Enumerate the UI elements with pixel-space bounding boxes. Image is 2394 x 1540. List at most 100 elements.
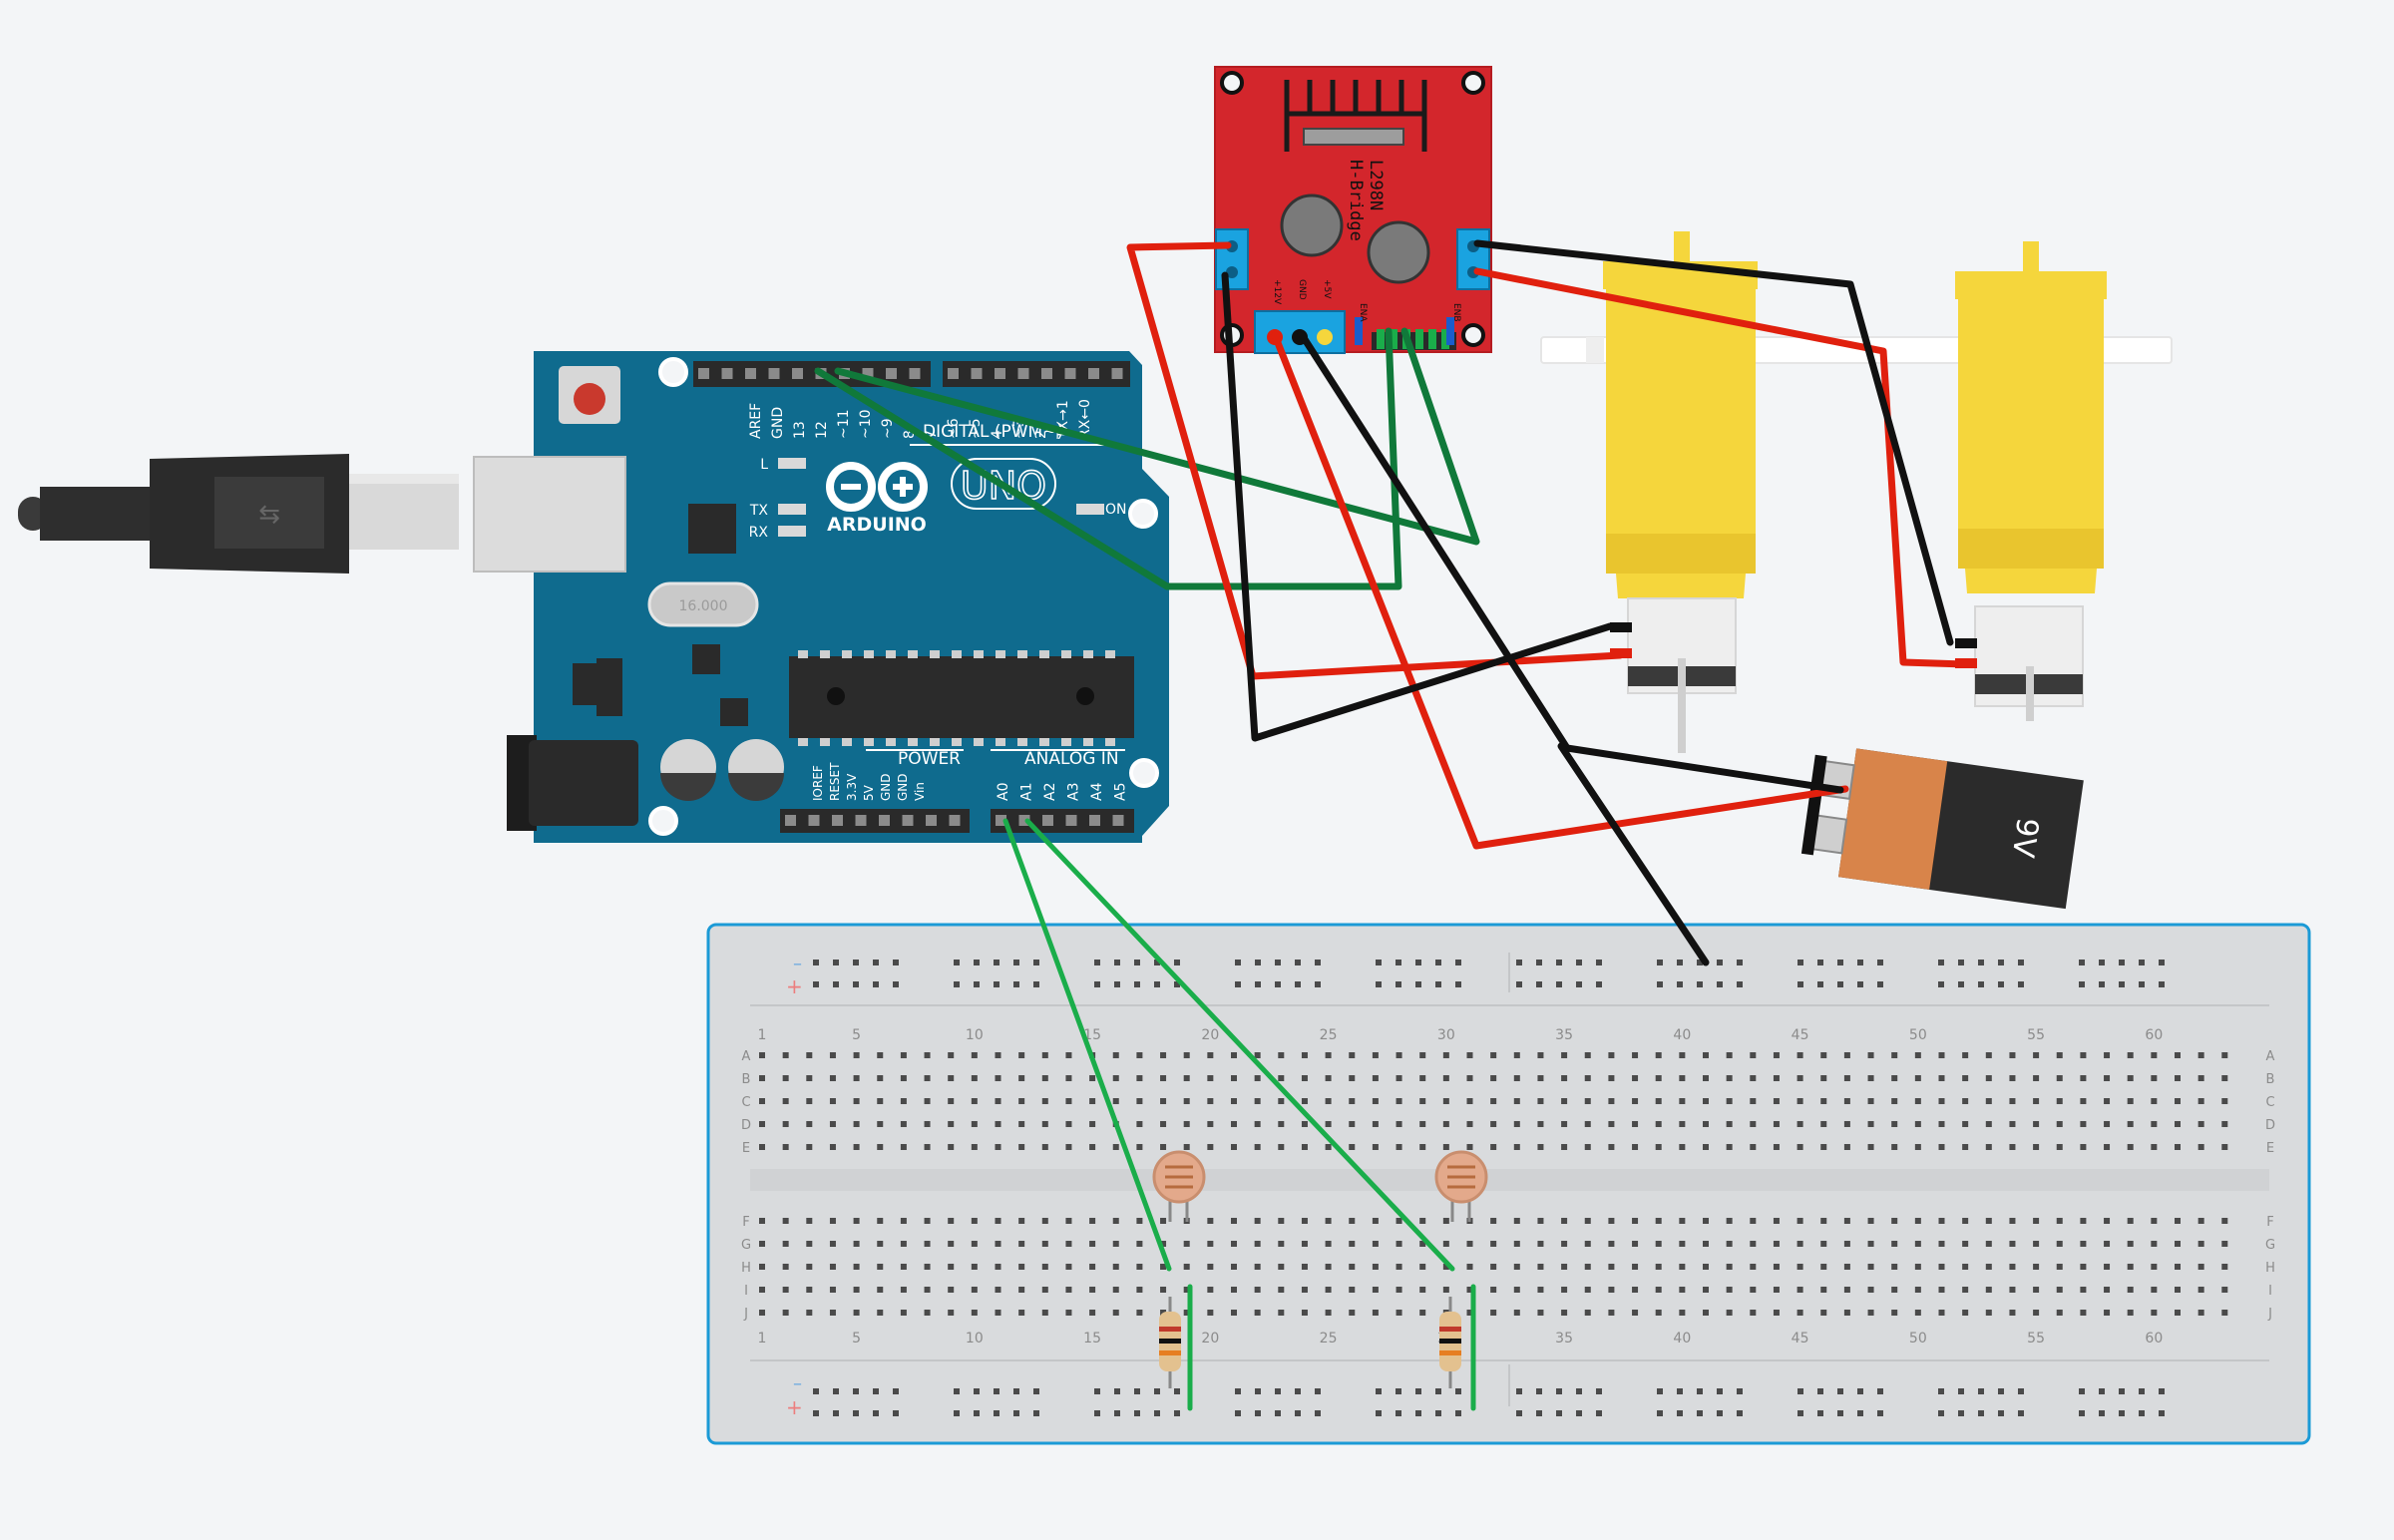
breadboard-hole[interactable] — [2080, 1218, 2087, 1224]
header-socket[interactable] — [721, 368, 733, 379]
breadboard-hole[interactable] — [948, 1287, 955, 1293]
breadboard-hole[interactable] — [2009, 1310, 2016, 1316]
breadboard-hole[interactable] — [1419, 1075, 1426, 1081]
breadboard-hole[interactable] — [995, 1121, 1001, 1127]
breadboard-hole[interactable] — [1891, 1310, 1898, 1316]
wire-red-battery[interactable] — [1271, 331, 1849, 850]
breadboard-hole[interactable] — [1513, 1264, 1520, 1270]
breadboard-hole[interactable] — [1372, 1144, 1379, 1150]
header-socket[interactable] — [971, 368, 983, 379]
rail-hole[interactable] — [1958, 1410, 1964, 1416]
rail-hole[interactable] — [1033, 960, 1039, 965]
breadboard-hole[interactable] — [900, 1264, 907, 1270]
breadboard-hole[interactable] — [1962, 1218, 1969, 1224]
breadboard-hole[interactable] — [1679, 1287, 1686, 1293]
breadboard-hole[interactable] — [1231, 1218, 1237, 1224]
breadboard-hole[interactable] — [829, 1287, 836, 1293]
breadboard-hole[interactable] — [1561, 1052, 1568, 1058]
rail-hole[interactable] — [1415, 981, 1421, 987]
breadboard-hole[interactable] — [1325, 1241, 1332, 1247]
breadboard-hole[interactable] — [1183, 1264, 1190, 1270]
breadboard-hole[interactable] — [806, 1121, 813, 1127]
breadboard-hole[interactable] — [1985, 1052, 1992, 1058]
breadboard-hole[interactable] — [1136, 1052, 1143, 1058]
breadboard-hole[interactable] — [1985, 1218, 1992, 1224]
rail-hole[interactable] — [1415, 1388, 1421, 1394]
breadboard-hole[interactable] — [1750, 1075, 1757, 1081]
breadboard-hole[interactable] — [1490, 1310, 1497, 1316]
breadboard-hole[interactable] — [759, 1241, 765, 1247]
rail-hole[interactable] — [1817, 1410, 1823, 1416]
breadboard-hole[interactable] — [2127, 1241, 2134, 1247]
breadboard-hole[interactable] — [1796, 1098, 1803, 1104]
rail-hole[interactable] — [833, 1388, 839, 1394]
breadboard-hole[interactable] — [1537, 1264, 1544, 1270]
rail-hole[interactable] — [1174, 981, 1180, 987]
breadboard-hole[interactable] — [829, 1264, 836, 1270]
rail-hole[interactable] — [1837, 981, 1843, 987]
breadboard-hole[interactable] — [1726, 1241, 1733, 1247]
rail-hole[interactable] — [1396, 1388, 1401, 1394]
breadboard-hole[interactable] — [2009, 1098, 2016, 1104]
breadboard-hole[interactable] — [1231, 1052, 1237, 1058]
breadboard-hole[interactable] — [1655, 1241, 1662, 1247]
breadboard-hole[interactable] — [2056, 1075, 2063, 1081]
breadboard-hole[interactable] — [1325, 1121, 1332, 1127]
breadboard-hole[interactable] — [1089, 1264, 1096, 1270]
breadboard-hole[interactable] — [1632, 1218, 1639, 1224]
breadboard-hole[interactable] — [2056, 1241, 2063, 1247]
breadboard-hole[interactable] — [1089, 1241, 1096, 1247]
breadboard-hole[interactable] — [1703, 1241, 1709, 1247]
breadboard-hole[interactable] — [1962, 1144, 1969, 1150]
breadboard-hole[interactable] — [1419, 1264, 1426, 1270]
rail-hole[interactable] — [1576, 960, 1582, 965]
rail-hole[interactable] — [1556, 1410, 1562, 1416]
breadboard-hole[interactable] — [1655, 1098, 1662, 1104]
breadboard-hole[interactable] — [1160, 1052, 1167, 1058]
breadboard-hole[interactable] — [2221, 1144, 2228, 1150]
breadboard-hole[interactable] — [1537, 1052, 1544, 1058]
breadboard-hole[interactable] — [1183, 1075, 1190, 1081]
breadboard-hole[interactable] — [1867, 1218, 1874, 1224]
breadboard-hole[interactable] — [900, 1241, 907, 1247]
breadboard-hole[interactable] — [877, 1121, 884, 1127]
breadboard-hole[interactable] — [2033, 1287, 2040, 1293]
breadboard-hole[interactable] — [853, 1144, 860, 1150]
breadboard-hole[interactable] — [924, 1052, 931, 1058]
breadboard-hole[interactable] — [1396, 1144, 1402, 1150]
breadboard-hole[interactable] — [2104, 1121, 2111, 1127]
rail-hole[interactable] — [1094, 1388, 1100, 1394]
breadboard-hole[interactable] — [1584, 1310, 1591, 1316]
breadboard-hole[interactable] — [1750, 1310, 1757, 1316]
header-socket[interactable] — [1041, 368, 1052, 379]
breadboard-hole[interactable] — [2151, 1310, 2158, 1316]
breadboard-hole[interactable] — [1396, 1075, 1402, 1081]
breadboard-hole[interactable] — [1041, 1144, 1048, 1150]
header-socket[interactable] — [768, 368, 780, 379]
rail-hole[interactable] — [2119, 981, 2125, 987]
breadboard-hole[interactable] — [948, 1310, 955, 1316]
breadboard-hole[interactable] — [1796, 1287, 1803, 1293]
breadboard-hole[interactable] — [1632, 1075, 1639, 1081]
rail-hole[interactable] — [1154, 1410, 1160, 1416]
breadboard-hole[interactable] — [1679, 1144, 1686, 1150]
breadboard-hole[interactable] — [806, 1075, 813, 1081]
rail-hole[interactable] — [1857, 1388, 1863, 1394]
breadboard-hole[interactable] — [2056, 1218, 2063, 1224]
rail-hole[interactable] — [2099, 981, 2105, 987]
battery-9v[interactable]: 9V — [1798, 743, 2084, 910]
breadboard-hole[interactable] — [2197, 1218, 2204, 1224]
breadboard-hole[interactable] — [1372, 1121, 1379, 1127]
rail-hole[interactable] — [1255, 960, 1261, 965]
breadboard-hole[interactable] — [1466, 1287, 1473, 1293]
breadboard-hole[interactable] — [1914, 1264, 1921, 1270]
rail-hole[interactable] — [853, 960, 859, 965]
breadboard-hole[interactable] — [1349, 1144, 1356, 1150]
breadboard-hole[interactable] — [1207, 1075, 1214, 1081]
breadboard-hole[interactable] — [759, 1144, 765, 1150]
breadboard-hole[interactable] — [782, 1144, 789, 1150]
breadboard-hole[interactable] — [1278, 1287, 1285, 1293]
breadboard-hole[interactable] — [948, 1052, 955, 1058]
rail-hole[interactable] — [1295, 981, 1301, 987]
breadboard-hole[interactable] — [1867, 1241, 1874, 1247]
